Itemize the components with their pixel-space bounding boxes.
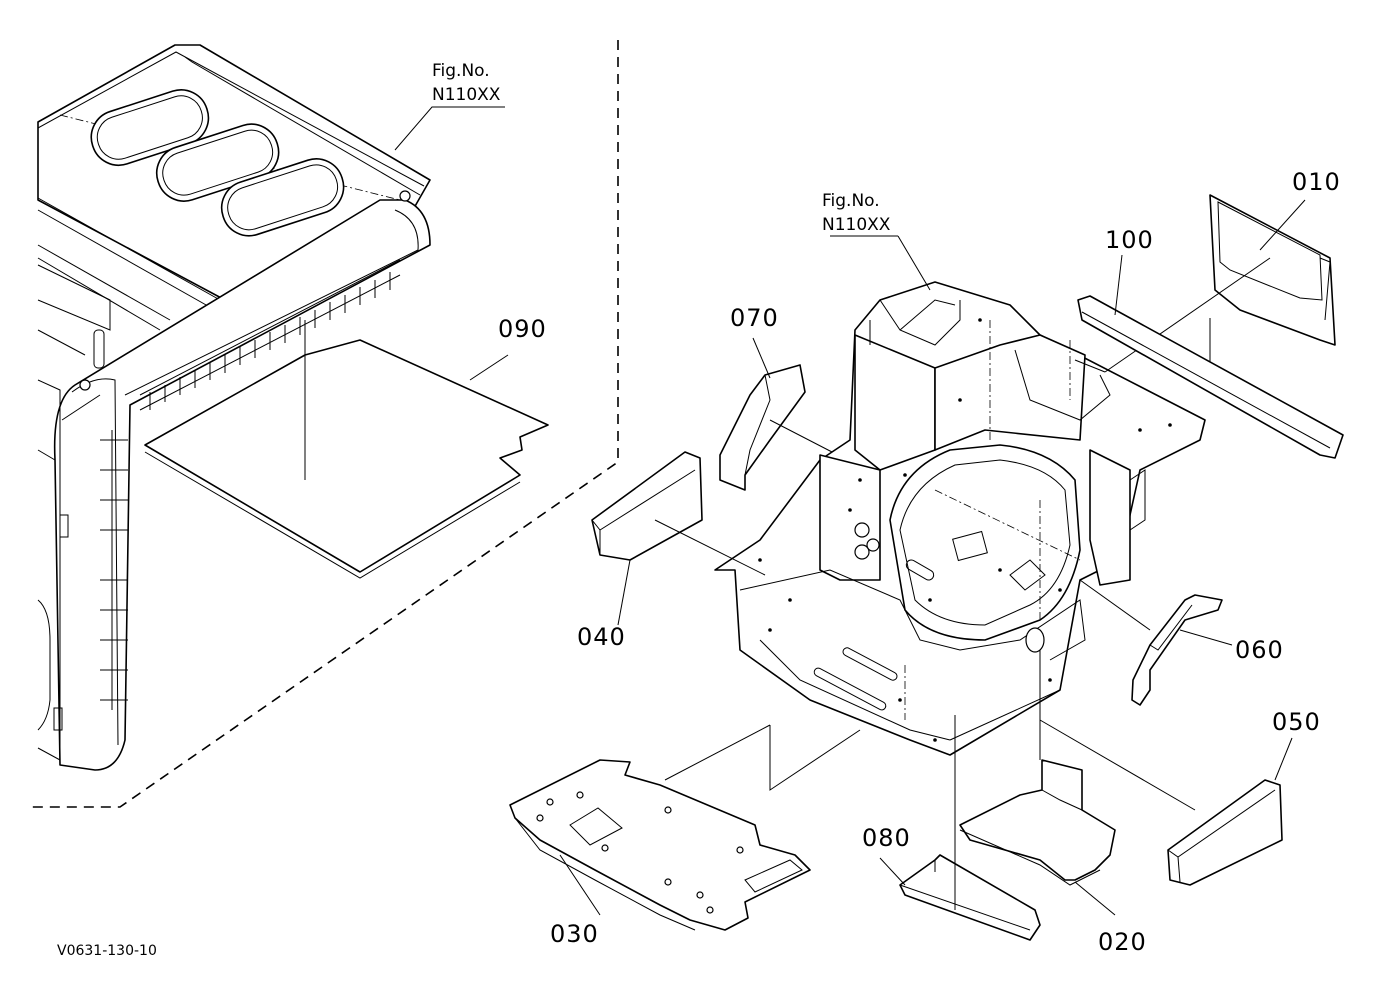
part-080-pad <box>899 854 1041 941</box>
part-label-030: 030 <box>550 920 599 948</box>
frame-grid-pattern <box>100 259 401 710</box>
bolt-holes <box>758 318 1172 742</box>
part-020-mat <box>959 759 1116 886</box>
floor-frame-illustration <box>714 281 1206 756</box>
part-030-floor-plate <box>509 759 811 931</box>
part-label-090: 090 <box>498 315 547 343</box>
part-label-070: 070 <box>730 304 779 332</box>
part-070-cover <box>719 364 806 491</box>
part-label-050: 050 <box>1272 708 1321 736</box>
part-010-panel <box>1209 194 1336 346</box>
figure-ref-right-line2: N110XX <box>822 215 891 235</box>
cab-frame-illustration <box>37 44 431 771</box>
part-label-080: 080 <box>862 824 911 852</box>
part-090-mat <box>144 320 549 579</box>
figure-ref-left-line1: Fig.No. <box>432 61 490 81</box>
figure-ref-right-line1: Fig.No. <box>822 191 880 211</box>
part-label-010: 010 <box>1292 168 1341 196</box>
part-label-100: 100 <box>1105 226 1154 254</box>
part-label-020: 020 <box>1098 928 1147 956</box>
part-100-strip <box>1077 295 1344 459</box>
part-060-bracket <box>1131 594 1223 706</box>
section-divider <box>30 40 619 808</box>
part-050-cover <box>1167 779 1283 886</box>
part-label-060: 060 <box>1235 636 1284 664</box>
diagram-reference-code: V0631-130-10 <box>57 943 157 959</box>
figure-ref-left-line2: N110XX <box>432 85 501 105</box>
part-label-040: 040 <box>577 623 626 651</box>
part-040-cover <box>591 451 703 561</box>
